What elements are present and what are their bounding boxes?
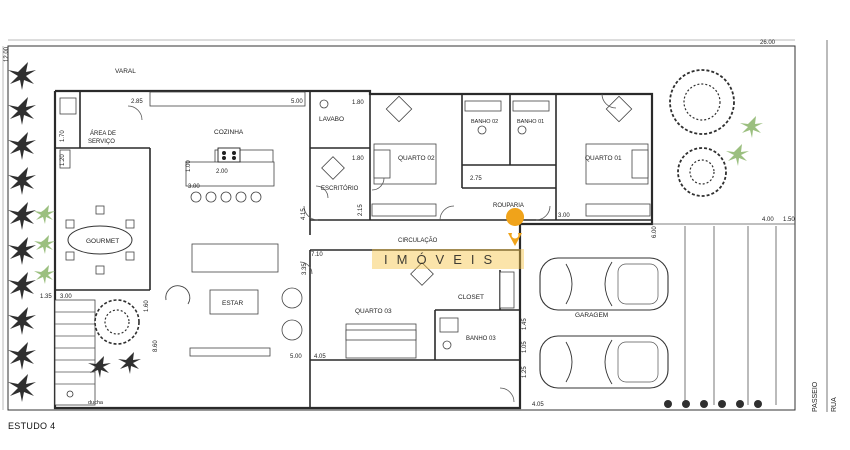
house-walls — [53, 89, 654, 410]
dim-6-00: 6.00 — [652, 226, 658, 238]
label-ducha: ducha — [88, 400, 104, 406]
dim-2-75: 2.75 — [470, 176, 482, 182]
living-furniture — [165, 243, 303, 357]
palm-plants — [8, 62, 141, 402]
label-quarto01: QUARTO 01 — [585, 155, 622, 162]
dimension-labels: 12.00 26.00 2.85 5.00 1.80 1.80 1.70 1.2… — [4, 40, 795, 408]
label-quarto02: QUARTO 02 — [398, 155, 435, 162]
deck-steps — [54, 299, 96, 406]
bedroom-furniture — [321, 95, 651, 359]
car-2 — [539, 335, 669, 389]
label-rua: RUA — [831, 397, 838, 412]
dim-1-00: 1.00 — [186, 160, 192, 172]
map-pin-icon — [506, 208, 525, 246]
dim-1-70: 1.70 — [60, 130, 66, 142]
dim-12-00: 12.00 — [4, 46, 10, 62]
label-banho03: BANHO 03 — [466, 336, 496, 342]
dim-1-45: 1.45 — [522, 318, 528, 330]
dim-3-00c: 3.00 — [60, 294, 72, 300]
gourmet-table — [65, 205, 135, 275]
dim-7-10: 7.10 — [311, 252, 323, 258]
trees — [94, 69, 735, 345]
label-quarto03: QUARTO 03 — [355, 308, 392, 315]
label-rouparia: ROUPARIA — [493, 203, 524, 209]
dim-4-05a: 4.05 — [314, 354, 326, 360]
green-shrubs — [34, 116, 763, 284]
label-banho02: BANHO 02 — [471, 119, 498, 125]
dim-3-00b: 3.00 — [558, 213, 570, 219]
watermark: IMÓVEIS — [372, 208, 525, 269]
dim-4-00: 4.00 — [762, 217, 774, 223]
bath-fixtures — [59, 97, 550, 350]
dim-1-25: 1.25 — [522, 366, 528, 378]
label-garagem: GARAGEM — [575, 312, 608, 319]
label-cozinha: COZINHA — [214, 129, 244, 136]
label-varal: VARAL — [115, 68, 136, 75]
car-1 — [539, 257, 669, 311]
dim-3-35: 3.35 — [302, 263, 308, 275]
dim-8-60: 8.60 — [153, 340, 159, 352]
label-banho01: BANHO 01 — [517, 119, 544, 125]
label-lavabo: LAVABO — [319, 116, 344, 123]
dim-1-80a: 1.80 — [352, 100, 364, 106]
dim-1-50: 1.50 — [783, 217, 795, 223]
dim-1-35: 1.35 — [40, 294, 52, 300]
label-estar: ESTAR — [222, 300, 243, 307]
label-gourmet: GOURMET — [86, 238, 119, 245]
dim-5-00-bot: 5.00 — [290, 354, 302, 360]
dim-1-80b: 1.80 — [352, 156, 364, 162]
dim-1-20: 1.20 — [60, 154, 66, 166]
dim-4-15: 4.15 — [301, 208, 307, 220]
dim-2-85: 2.85 — [131, 99, 143, 105]
label-area-servico-1: ÁREA DE — [90, 130, 116, 137]
dim-1-60: 1.60 — [144, 300, 150, 312]
dim-26-00: 26.00 — [760, 40, 776, 46]
dim-5-00-top: 5.00 — [291, 99, 303, 105]
label-escritorio: ESCRITÓRIO — [321, 185, 359, 192]
plan-caption: ESTUDO 4 — [8, 421, 56, 431]
dim-1-05: 1.05 — [522, 341, 528, 353]
garage-stripes — [652, 223, 795, 405]
dim-3-00: 3.00 — [188, 184, 200, 190]
label-closet: CLOSET — [458, 294, 484, 301]
sidewalk-plants — [664, 400, 762, 408]
room-labels: VARAL ÁREA DE SERVIÇO COZINHA LAVABO ESC… — [86, 68, 838, 412]
dim-2-00: 2.00 — [216, 169, 228, 175]
plot-boundary — [7, 45, 796, 411]
label-passeio: PASSEIO — [812, 381, 819, 412]
label-circulacao: CIRCULAÇÃO — [398, 237, 438, 244]
label-area-servico-2: SERVIÇO — [88, 139, 115, 145]
kitchen-furniture — [149, 91, 306, 203]
dim-2-15: 2.15 — [358, 204, 364, 216]
watermark-text: IMÓVEIS — [384, 252, 501, 267]
doors — [127, 93, 617, 403]
dim-4-05b: 4.05 — [532, 402, 544, 408]
